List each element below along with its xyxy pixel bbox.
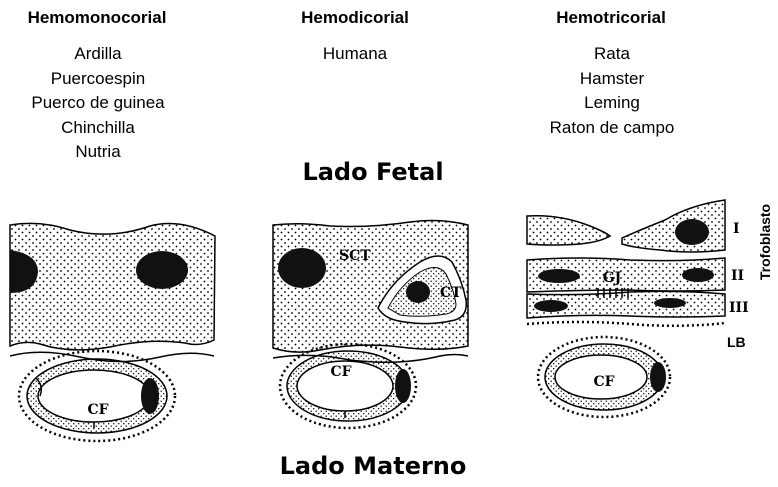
cf-label: CF [330,364,351,380]
layer-3-label: III [729,300,749,316]
ct-nucleus [406,281,430,303]
diagram-hemomonocorial: CF [10,223,215,441]
trophoblast-layer [10,223,215,350]
nucleus [538,269,580,283]
capillary [280,344,416,428]
nucleus [534,300,568,312]
layer-1-label: I [733,221,740,237]
ct-label: CT [440,285,462,301]
cf-label: CF [593,374,614,390]
nucleus [675,219,709,245]
gj-label: GJ [603,270,622,286]
nucleus [136,251,188,289]
layer-2-label: II [731,268,744,284]
diagram-hemotricorial: I II III GJ LB CF [527,200,749,417]
cf-label: CF [87,402,108,418]
trophoblast-layer-1 [527,216,610,245]
sct-label: SCT [339,248,371,264]
basal-lamina [527,322,725,326]
endothelial-nucleus [650,362,666,392]
endothelial-nucleus [395,369,411,403]
lb-label: LB [727,334,746,350]
trophoblast-layer-1b [622,200,725,252]
diagram-hemodicorial: SCT CT CF [273,221,468,428]
nucleus [278,248,326,288]
nucleus [654,298,686,308]
nucleus [682,268,714,282]
capillary [19,351,175,441]
endothelial-nucleus [141,378,159,414]
